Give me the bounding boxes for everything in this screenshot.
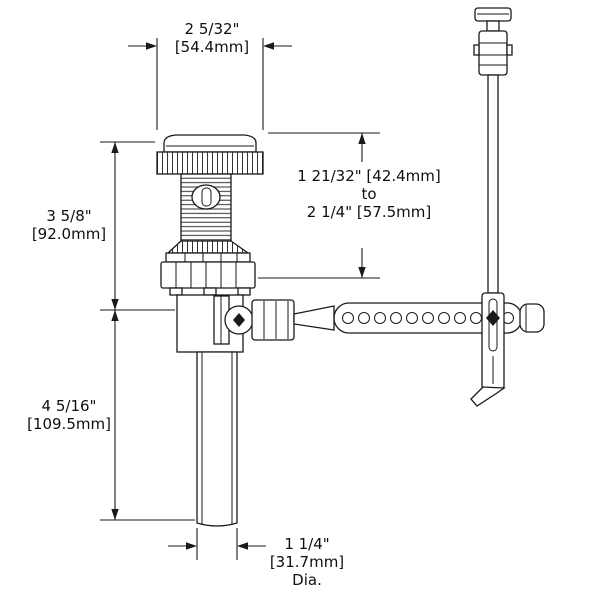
dimension-value: 4 5/16" [41, 397, 97, 415]
dimension-adjustable-range [258, 132, 380, 279]
dimension-range-line3: 2 1/4" [57.5mm] [306, 203, 432, 221]
dimension-lines [100, 38, 380, 560]
drain-stopper-cap-icon [156, 134, 264, 175]
dimension-metric: [109.5mm] [27, 415, 111, 433]
dimension-range-line2: to [361, 185, 377, 203]
pivot-rod-icon [293, 305, 335, 331]
strap-end-cap-icon [519, 303, 545, 333]
dimension-bottom-diameter [168, 528, 266, 560]
dimension-label-top-width: 2 5/32" [54.4mm] [140, 20, 284, 56]
dimension-metric: [31.7mm] [269, 553, 345, 571]
dimension-value: 1 1/4" [284, 535, 330, 553]
dimension-value: 3 5/8" [46, 207, 92, 225]
dimension-label-adjustable-range: 1 21/32" [42.4mm] to 2 1/4" [57.5mm] [290, 167, 448, 221]
clevis-foot-icon [470, 386, 506, 407]
clevis-screw-icon [486, 310, 500, 326]
lift-rod-icon [470, 7, 513, 407]
dimension-label-lower-height: 4 5/16" [109.5mm] [20, 397, 118, 433]
threaded-drain-body-icon [180, 173, 232, 242]
mounting-locknut-icon [160, 240, 256, 296]
dimension-label-upper-height: 3 5/8" [92.0mm] [24, 207, 114, 243]
dimension-value: 2 5/32" [184, 20, 240, 38]
dimension-upper-height [100, 141, 175, 311]
pivot-rod-strap-icon [333, 302, 545, 334]
dimension-metric: [92.0mm] [31, 225, 107, 243]
dimension-range-line1: 1 21/32" [42.4mm] [297, 167, 441, 185]
tailpiece-icon [196, 351, 238, 527]
dimension-metric: [54.4mm] [174, 38, 250, 56]
pivot-ball-assembly-icon [213, 295, 335, 345]
dimension-lower-height [100, 310, 195, 521]
dimension-label-bottom-diameter: 1 1/4" [31.7mm] Dia. [262, 535, 352, 589]
dimension-suffix: Dia. [292, 571, 322, 589]
dimension-top-width [128, 38, 292, 130]
drain-fixture [156, 7, 545, 527]
